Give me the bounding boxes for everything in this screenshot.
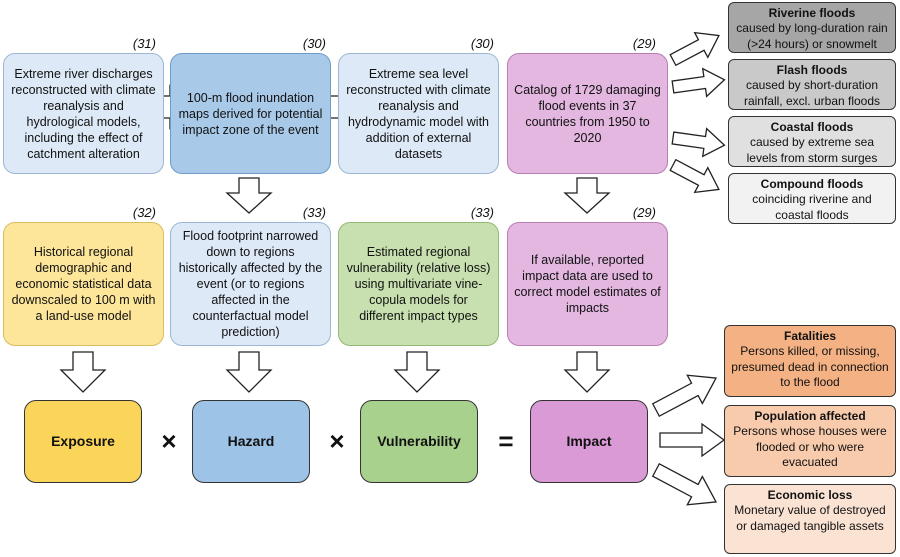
arrow-impact-down bbox=[563, 351, 611, 393]
multiply-sign-1: × bbox=[161, 426, 177, 456]
impact-type-desc: Monetary value of destroyed or damaged t… bbox=[734, 503, 886, 533]
footprint-box: Flood footprint narrowed down to regions… bbox=[170, 222, 331, 346]
multiply-sign-2: × bbox=[329, 426, 345, 456]
hazard-label: Hazard bbox=[227, 432, 275, 449]
sea-level-box: Extreme sea level reconstructed with cli… bbox=[338, 53, 499, 174]
reported-box: If available, reported impact data are u… bbox=[507, 222, 668, 346]
catalog-text: Catalog of 1729 damaging flood events in… bbox=[514, 82, 661, 145]
arrow-to-fatalities bbox=[651, 374, 718, 418]
discharges-box: Extreme river discharges reconstructed w… bbox=[3, 53, 164, 174]
vulnerability-eq-box: Vulnerability bbox=[360, 400, 478, 483]
arrow-catalog-down bbox=[563, 177, 611, 214]
flood-type-coastal: Coastal floods caused by extreme sea lev… bbox=[728, 116, 896, 167]
arrow-inundation-down bbox=[225, 177, 273, 214]
impact-type-title: Economic loss bbox=[767, 488, 853, 502]
flood-type-title: Riverine floods bbox=[768, 6, 856, 20]
impact-type-desc: Persons whose houses were flooded or who… bbox=[733, 424, 887, 470]
citation-vulnerability: (33) bbox=[470, 205, 494, 220]
catalog-box: Catalog of 1729 damaging flood events in… bbox=[507, 53, 668, 174]
reported-text: If available, reported impact data are u… bbox=[514, 253, 661, 315]
arrow-to-flash bbox=[671, 67, 726, 98]
impact-type-title: Fatalities bbox=[783, 329, 837, 343]
citation-footprint: (33) bbox=[302, 205, 326, 220]
flood-type-riverine: Riverine floods caused by long-duration … bbox=[728, 2, 896, 53]
flood-type-compound: Compound floods coinciding riverine and … bbox=[728, 173, 896, 224]
equals-sign: = bbox=[498, 426, 514, 456]
arrow-to-population bbox=[659, 422, 726, 458]
inundation-text: 100-m flood inundation maps derived for … bbox=[178, 90, 323, 137]
vulnerability-text: Estimated regional vulnerability (relati… bbox=[346, 245, 491, 323]
arrow-vulnerability-down bbox=[393, 351, 441, 393]
flood-type-flash: Flash floods caused by short-duration ra… bbox=[728, 59, 896, 110]
flood-type-desc: caused by long-duration rain (>24 hours)… bbox=[736, 21, 888, 51]
arrow-to-coastal bbox=[671, 127, 726, 158]
exposure-label: Exposure bbox=[51, 432, 115, 449]
arrow-to-riverine bbox=[669, 31, 720, 67]
citation-reported: (29) bbox=[632, 205, 656, 220]
impact-type-economic: Economic loss Monetary value of destroye… bbox=[724, 484, 896, 554]
flood-type-desc: caused by short-duration rainfall, excl.… bbox=[743, 78, 881, 108]
impact-box: Impact bbox=[530, 400, 648, 483]
impact-label: Impact bbox=[566, 432, 612, 449]
demographic-box: Historical regional demographic and econ… bbox=[3, 222, 164, 346]
citation-catalog: (29) bbox=[632, 36, 656, 51]
flood-type-title: Flash floods bbox=[776, 63, 848, 77]
arrow-to-compound bbox=[669, 158, 720, 194]
impact-type-fatalities: Fatalities Persons killed, or missing, p… bbox=[724, 325, 896, 397]
flood-type-desc: caused by extreme sea levels from storm … bbox=[746, 135, 878, 165]
vulnerability-label: Vulnerability bbox=[377, 432, 461, 449]
flood-type-desc: coinciding riverine and coastal floods bbox=[752, 192, 872, 222]
flood-type-title: Coastal floods bbox=[770, 120, 854, 134]
arrow-exposure-down bbox=[59, 351, 107, 393]
flood-type-title: Compound floods bbox=[760, 177, 864, 191]
arrow-hazard-down bbox=[225, 351, 273, 393]
citation-sea-level: (30) bbox=[470, 36, 494, 51]
impact-type-population: Population affected Persons whose houses… bbox=[724, 405, 896, 477]
citation-discharges: (31) bbox=[132, 36, 156, 51]
vulnerability-box: Estimated regional vulnerability (relati… bbox=[338, 222, 499, 346]
citation-inundation: (30) bbox=[302, 36, 326, 51]
arrow-to-economic bbox=[651, 462, 718, 506]
inundation-box: 100-m flood inundation maps derived for … bbox=[170, 53, 331, 174]
sea-level-text: Extreme sea level reconstructed with cli… bbox=[346, 66, 491, 161]
hazard-box: Hazard bbox=[192, 400, 310, 483]
demographic-text: Historical regional demographic and econ… bbox=[11, 245, 156, 323]
impact-type-title: Population affected bbox=[754, 409, 866, 423]
exposure-box: Exposure bbox=[24, 400, 142, 483]
discharges-text: Extreme river discharges reconstructed w… bbox=[11, 66, 156, 161]
citation-demographic: (32) bbox=[132, 205, 156, 220]
impact-type-desc: Persons killed, or missing, presumed dea… bbox=[731, 344, 889, 390]
footprint-text: Flood footprint narrowed down to regions… bbox=[178, 229, 323, 339]
